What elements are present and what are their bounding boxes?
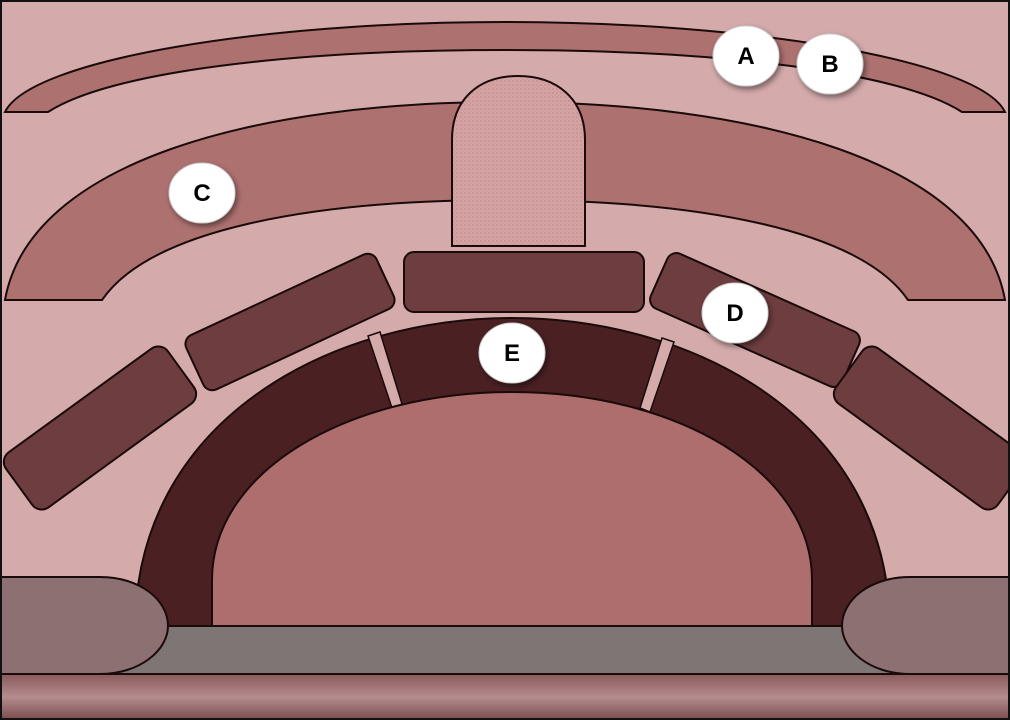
label-marker — [478, 322, 546, 384]
label-c[interactable]: C — [168, 162, 236, 224]
bottom-band — [0, 674, 1010, 720]
right-lobe — [840, 576, 1010, 675]
floor-strip — [0, 625, 1010, 677]
label-a[interactable]: A — [712, 25, 780, 87]
label-text: C — [193, 180, 210, 207]
labels: A B C D E — [168, 25, 864, 384]
label-text: A — [737, 43, 754, 70]
label-marker — [168, 162, 236, 224]
upper-block — [832, 345, 1010, 511]
label-text: E — [504, 340, 520, 367]
middle-band — [3, 100, 1007, 301]
label-text: D — [726, 300, 743, 327]
label-e[interactable]: E — [478, 322, 546, 384]
niche — [451, 74, 586, 247]
central-mass — [211, 390, 813, 631]
upper-block — [2, 345, 198, 511]
label-text: B — [821, 51, 838, 78]
upper-block — [403, 251, 645, 313]
label-marker — [712, 25, 780, 87]
upper-block — [184, 252, 396, 392]
label-d[interactable]: D — [701, 282, 769, 344]
left-lobe — [0, 576, 170, 675]
label-b[interactable]: B — [796, 33, 864, 95]
label-marker — [796, 33, 864, 95]
label-marker — [701, 282, 769, 344]
